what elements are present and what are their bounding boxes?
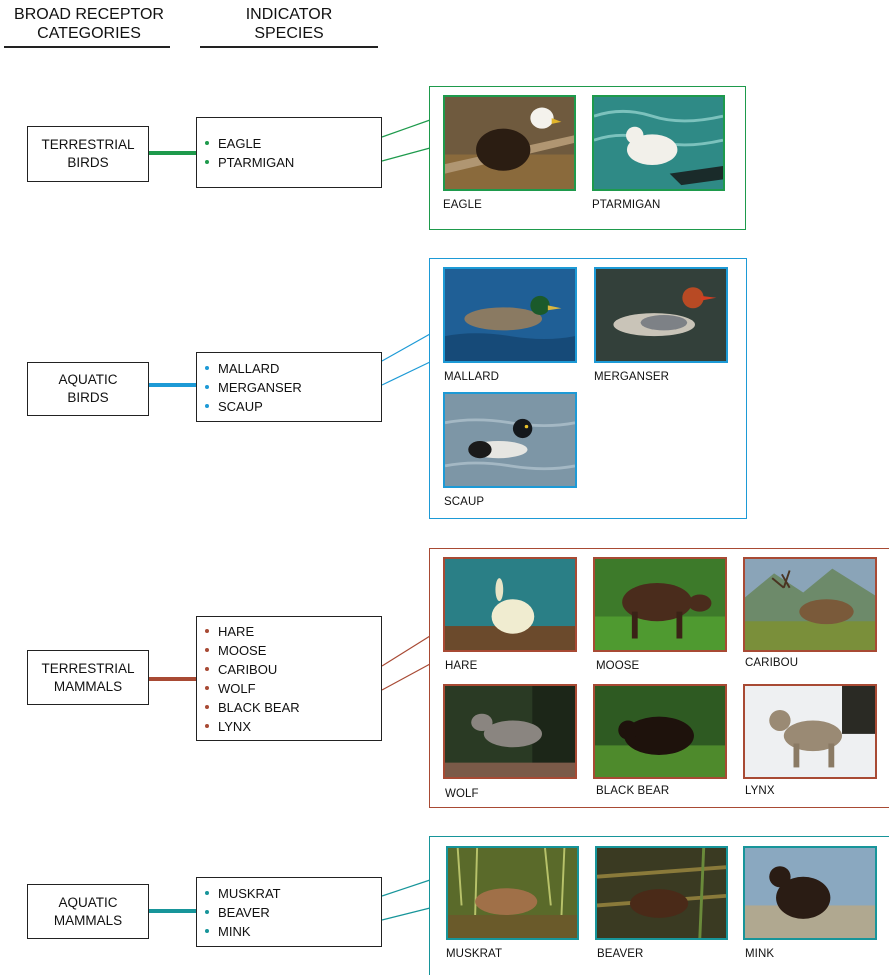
photo-caption: CARIBOU bbox=[745, 657, 799, 669]
header-col2-line2: SPECIES bbox=[254, 25, 324, 42]
header-col1-line2: CATEGORIES bbox=[37, 25, 141, 42]
mink-photo bbox=[743, 846, 877, 940]
photo-caption: MERGANSER bbox=[594, 371, 670, 383]
bullet-icon bbox=[205, 724, 209, 728]
species-list-aquatic-birds: MALLARD MERGANSER SCAUP bbox=[196, 352, 382, 422]
list-item: PTARMIGAN bbox=[205, 153, 381, 172]
list-item: MALLARD bbox=[205, 359, 381, 378]
photo-caption: BLACK BEAR bbox=[596, 785, 670, 797]
category-label-line1: AQUATIC bbox=[58, 372, 118, 387]
callout-terrestrial-birds bbox=[381, 119, 431, 138]
bullet-icon bbox=[205, 686, 209, 690]
category-label-line2: MAMMALS bbox=[53, 678, 123, 694]
photo-caption: HARE bbox=[445, 660, 478, 672]
caribou-photo bbox=[743, 557, 877, 652]
category-label-line1: TERRESTRIAL bbox=[41, 660, 135, 676]
bullet-icon bbox=[205, 929, 209, 933]
list-item: BEAVER bbox=[205, 903, 381, 922]
category-aquatic-mammals: AQUATIC MAMMALS bbox=[27, 884, 149, 939]
photo-caption: BEAVER bbox=[597, 948, 644, 960]
photo-caption: MUSKRAT bbox=[446, 948, 503, 960]
connector-terrestrial-birds bbox=[149, 151, 196, 155]
lynx-photo bbox=[743, 684, 877, 779]
category-label-line1: AQUATIC bbox=[58, 894, 118, 910]
bullet-icon bbox=[205, 648, 209, 652]
eagle-photo bbox=[443, 95, 576, 191]
list-item: WOLF bbox=[205, 679, 381, 698]
callout-aquatic-mammals-2 bbox=[381, 907, 431, 921]
header-underline-2 bbox=[200, 46, 378, 48]
photo-caption: MINK bbox=[745, 948, 775, 960]
header-underline-1 bbox=[4, 46, 170, 48]
callout-terrestrial-birds-2 bbox=[381, 147, 431, 162]
muskrat-photo bbox=[446, 846, 579, 940]
callout-aquatic-birds bbox=[381, 333, 431, 362]
bullet-icon bbox=[205, 160, 209, 164]
photo-caption: MOOSE bbox=[596, 660, 640, 672]
species-list-terrestrial-mammals: HARE MOOSE CARIBOU WOLF BLACK BEAR LYNX bbox=[196, 616, 382, 741]
photo-caption: EAGLE bbox=[443, 199, 482, 211]
merganser-photo bbox=[594, 267, 728, 363]
header-indicator-species: INDICATOR SPECIES bbox=[200, 5, 378, 43]
photo-caption: LYNX bbox=[745, 785, 775, 797]
scaup-photo bbox=[443, 392, 577, 488]
list-item: MERGANSER bbox=[205, 378, 381, 397]
bullet-icon bbox=[205, 705, 209, 709]
list-item: LYNX bbox=[205, 717, 381, 736]
wolf-photo bbox=[443, 684, 577, 779]
header-col1-line1: BROAD RECEPTOR bbox=[14, 6, 164, 23]
list-item: SCAUP bbox=[205, 397, 381, 416]
callout-terrestrial-mammals-2 bbox=[381, 663, 431, 691]
category-label-line1: TERRESTRIAL bbox=[41, 137, 135, 152]
bullet-icon bbox=[205, 366, 209, 370]
category-terrestrial-birds: TERRESTRIAL BIRDS bbox=[27, 126, 149, 182]
moose-photo bbox=[593, 557, 727, 652]
list-item: HARE bbox=[205, 622, 381, 641]
connector-aquatic-birds bbox=[149, 383, 196, 387]
bullet-icon bbox=[205, 891, 209, 895]
list-item: MOOSE bbox=[205, 641, 381, 660]
species-list-aquatic-mammals: MUSKRAT BEAVER MINK bbox=[196, 877, 382, 947]
photo-caption: MALLARD bbox=[444, 371, 500, 383]
bullet-icon bbox=[205, 629, 209, 633]
mallard-photo bbox=[443, 267, 577, 363]
bullet-icon bbox=[205, 385, 209, 389]
photo-caption: WOLF bbox=[445, 788, 479, 800]
callout-aquatic-birds-2 bbox=[381, 361, 431, 386]
callout-terrestrial-mammals bbox=[381, 635, 431, 667]
list-item: MUSKRAT bbox=[205, 884, 381, 903]
header-col2-line1: INDICATOR bbox=[245, 6, 333, 23]
category-label-line2: MAMMALS bbox=[53, 912, 123, 928]
black-bear-photo bbox=[593, 684, 727, 779]
connector-terrestrial-mammals bbox=[149, 677, 196, 681]
bullet-icon bbox=[205, 667, 209, 671]
photo-caption: SCAUP bbox=[444, 496, 485, 508]
list-item: EAGLE bbox=[205, 134, 381, 153]
hare-photo bbox=[443, 557, 577, 652]
list-item: MINK bbox=[205, 922, 381, 941]
connector-aquatic-mammals bbox=[149, 909, 196, 913]
bullet-icon bbox=[205, 910, 209, 914]
category-label-line2: BIRDS bbox=[67, 390, 109, 405]
ptarmigan-photo bbox=[592, 95, 725, 191]
bullet-icon bbox=[205, 141, 209, 145]
beaver-photo bbox=[595, 846, 728, 940]
bullet-icon bbox=[205, 404, 209, 408]
header-broad-receptor-categories: BROAD RECEPTOR CATEGORIES bbox=[0, 5, 178, 43]
callout-aquatic-mammals bbox=[381, 879, 431, 897]
species-list-terrestrial-birds: EAGLE PTARMIGAN bbox=[196, 117, 382, 188]
list-item: BLACK BEAR bbox=[205, 698, 381, 717]
photo-caption: PTARMIGAN bbox=[592, 199, 661, 211]
list-item: CARIBOU bbox=[205, 660, 381, 679]
category-aquatic-birds: AQUATIC BIRDS bbox=[27, 362, 149, 416]
category-label-line2: BIRDS bbox=[67, 155, 109, 170]
category-terrestrial-mammals: TERRESTRIAL MAMMALS bbox=[27, 650, 149, 705]
